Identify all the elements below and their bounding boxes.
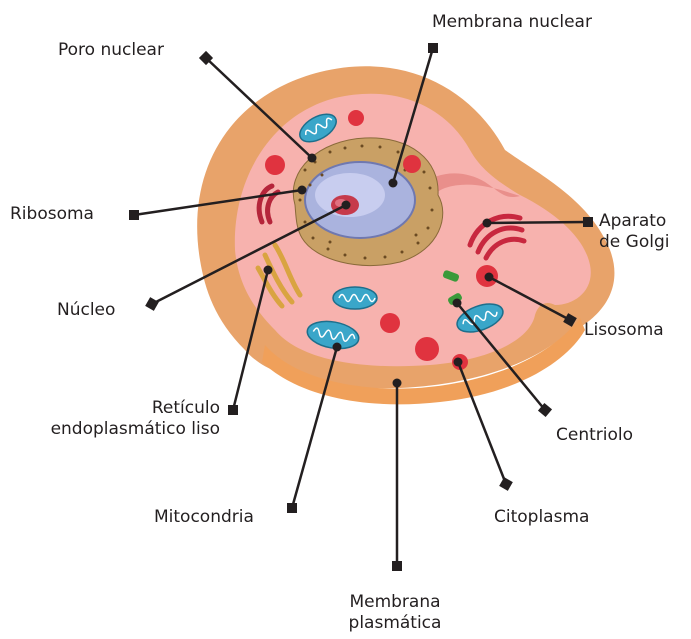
label-reticulo-line2: endoplasmático liso	[8, 419, 220, 440]
label-aparato-golgi-line1: Aparato	[599, 211, 669, 232]
mitochondrion	[333, 287, 377, 309]
label-membrana-plasmatica-line2: plasmática	[325, 613, 465, 634]
label-membrana-plasmatica: Membrana plasmática	[325, 592, 465, 634]
marker-square	[129, 210, 139, 220]
label-aparato-golgi-line2: de Golgi	[599, 232, 669, 253]
marker-square	[145, 297, 159, 311]
line-aparato-golgi	[487, 222, 587, 223]
label-membrana-nuclear: Membrana nuclear	[432, 12, 592, 33]
lysosome	[348, 110, 364, 126]
label-ribosoma: Ribosoma	[10, 204, 94, 225]
label-centriolo: Centriolo	[556, 425, 633, 446]
lysosome	[265, 155, 285, 175]
label-citoplasma: Citoplasma	[494, 507, 589, 528]
label-reticulo: Retículo endoplasmático liso	[8, 398, 220, 440]
label-reticulo-line1: Retículo	[8, 398, 220, 419]
label-nucleo: Núcleo	[57, 300, 115, 321]
label-membrana-plasmatica-line1: Membrana	[325, 592, 465, 613]
animal-cell	[197, 66, 614, 404]
marker-square	[287, 503, 297, 513]
label-mitocondria: Mitocondria	[154, 507, 254, 528]
marker-square	[428, 43, 438, 53]
marker-square	[499, 477, 513, 491]
label-lisosoma: Lisosoma	[584, 320, 664, 341]
lysosome	[380, 313, 400, 333]
marker-square	[392, 561, 402, 571]
marker-square	[583, 217, 593, 227]
lysosome	[403, 155, 421, 173]
label-aparato-golgi: Aparato de Golgi	[599, 211, 669, 253]
marker-square	[228, 405, 238, 415]
lysosome	[415, 337, 439, 361]
label-poro-nuclear: Poro nuclear	[58, 40, 164, 61]
